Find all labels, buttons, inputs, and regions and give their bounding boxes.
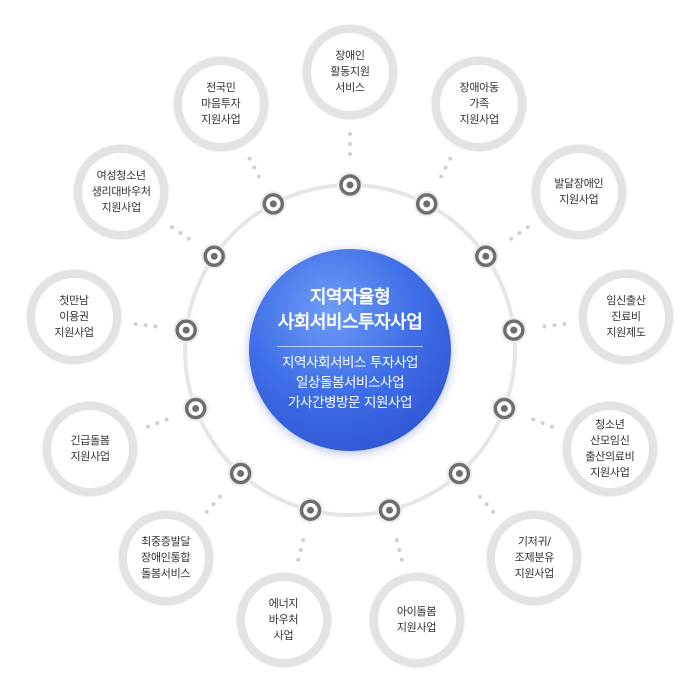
circle-marker-icon (182, 395, 209, 422)
center-subtitle-1: 지역사회서비스 투자사업 (281, 355, 419, 371)
circle-marker-icon (201, 243, 228, 270)
circle-marker-icon (446, 460, 473, 487)
circle-marker-icon (472, 243, 499, 270)
center-title: 지역자율형 사회서비스투자사업 (277, 287, 423, 333)
connector-dot (525, 225, 530, 230)
connector-dot (133, 322, 138, 326)
program-label: 발달장애인 지원사업 (554, 177, 604, 207)
program-node[interactable]: 에너지 바우처 사업 (236, 572, 331, 667)
program-node[interactable]: 장애인 활동지원 서비스 (303, 25, 397, 119)
connector-dot (348, 152, 352, 156)
program-label: 장애인 활동지원 서비스 (330, 49, 370, 94)
circle-marker-icon (376, 497, 403, 524)
program-node[interactable]: 전국민 마음투자 지원사업 (173, 56, 268, 151)
circle-marker-icon (227, 460, 254, 487)
connector-dot (540, 421, 545, 425)
connector-dot (170, 225, 175, 230)
connector-dot (348, 142, 352, 146)
program-node[interactable]: 긴급돌봄 지원사업 (43, 401, 138, 496)
connector-dot (542, 324, 547, 329)
connector-dot (394, 538, 399, 543)
connector-dot (531, 417, 536, 422)
program-node[interactable]: 발달장애인 지원사업 (531, 145, 626, 240)
connector-dot (439, 174, 444, 179)
circle-marker-icon (500, 317, 527, 344)
connector-dot (301, 538, 306, 543)
connector-dot (247, 156, 252, 161)
connector-dot (517, 231, 522, 235)
circle-marker-icon (491, 395, 518, 422)
connector-dot (348, 132, 352, 136)
program-label: 긴급돌봄 지원사업 (70, 433, 110, 463)
program-label: 에너지 바우처 사업 (268, 596, 299, 642)
connector-dot (298, 548, 303, 552)
connector-dot (448, 156, 453, 161)
program-label: 아이돌봄 지원사업 (396, 604, 437, 634)
connector-dot (164, 417, 169, 422)
center-subtitle-3: 가사간병방문 지원사업 (287, 395, 413, 411)
program-node[interactable]: 장애아동 가족 지원사업 (432, 56, 527, 151)
center-subtitles: 지역사회서비스 투자사업 일상돌봄서비스사업 가사간병방문 지원사업 (249, 353, 451, 413)
circle-marker-icon (413, 190, 440, 217)
program-label: 첫만남 이용권 지원사업 (54, 293, 94, 339)
connector-dot (509, 236, 514, 241)
program-label: 여성청소년 생리대바우처 지원사업 (91, 169, 151, 215)
connector-dot (397, 548, 402, 552)
connector-dot (146, 424, 150, 429)
program-node[interactable]: 최중증발달 장애인통합 돌봄서비스 (118, 511, 213, 606)
connector-dot (562, 322, 567, 326)
connector-dot (399, 557, 404, 562)
program-node[interactable]: 청소년 산모임신 출산의료비 지원사업 (562, 401, 657, 496)
center-subtitle-2: 일상돌봄서비스사업 (295, 375, 405, 391)
program-node[interactable]: 첫만남 이용권 지원사업 (27, 269, 121, 364)
connector-dot (178, 231, 183, 235)
connector-dot (478, 494, 482, 499)
connector-dot (186, 236, 191, 241)
circle-marker-icon (173, 317, 200, 344)
connector-dot (296, 557, 301, 562)
connector-dot (443, 165, 448, 170)
connector-dot (552, 323, 557, 328)
program-node[interactable]: 기저귀/ 조제분유 지원사업 (487, 511, 582, 606)
circle-marker-icon (297, 497, 324, 524)
connector-dot (491, 509, 496, 514)
program-node[interactable]: 여성청소년 생리대바우처 지원사업 (74, 145, 169, 240)
connector-dot (204, 509, 209, 514)
circle-marker-icon (260, 190, 287, 217)
connector-dot (218, 494, 222, 499)
program-label: 최중증발달 장애인통합 돌봄서비스 (141, 535, 191, 581)
program-label: 장애아동 가족 지원사업 (459, 80, 500, 126)
program-node[interactable]: 아이돌봄 지원사업 (369, 572, 464, 667)
circle-marker-icon (337, 172, 363, 198)
center-divider (277, 346, 423, 347)
program-node[interactable]: 임신출산 진료비 지원제도 (579, 269, 673, 364)
connector-dot (550, 424, 554, 429)
center-hub: 지역자율형 사회서비스투자사업 지역사회서비스 투자사업 일상돌봄서비스사업 가… (249, 249, 451, 451)
program-label: 전국민 마음투자 지원사업 (201, 80, 241, 126)
connector-dot (153, 324, 158, 329)
program-label: 청소년 산모임신 출산의료비 지원사업 (585, 417, 635, 479)
connector-dot (211, 502, 216, 507)
connector-dot (252, 165, 257, 170)
program-label: 임신출산 진료비 지원제도 (606, 293, 646, 339)
connector-dot (484, 502, 489, 507)
program-label: 기저귀/ 조제분유 지원사업 (514, 535, 555, 581)
connector-dot (155, 421, 160, 425)
connector-dot (143, 323, 148, 328)
connector-dot (256, 174, 261, 179)
